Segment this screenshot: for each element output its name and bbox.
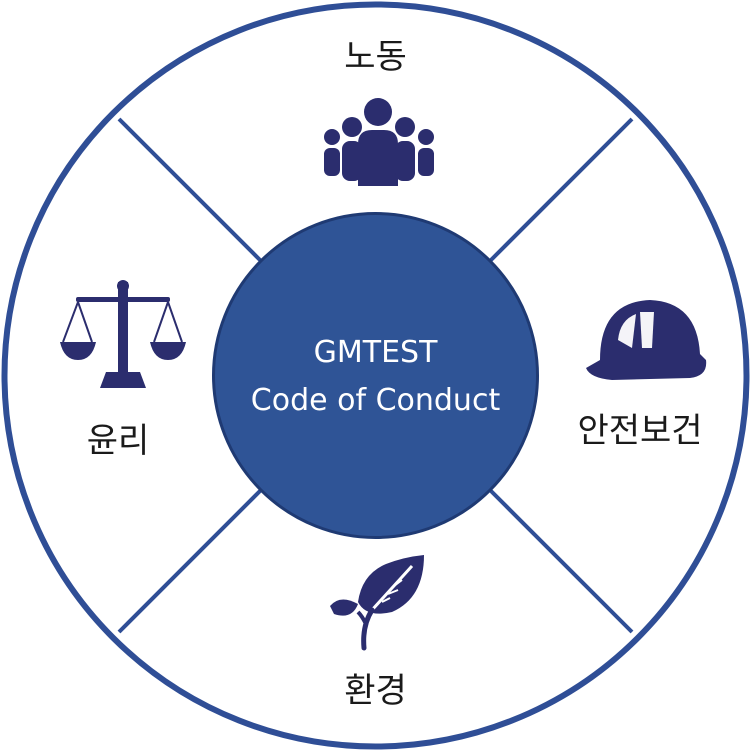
divider-bottom-right: [487, 487, 634, 634]
center-title: GMTEST: [314, 335, 438, 370]
divider-bottom-left: [117, 487, 264, 634]
segment-label-bottom: 환경: [344, 671, 407, 711]
divider-top-right: [487, 117, 634, 264]
leaf-sprout-icon: [330, 555, 424, 651]
divider-top-left: [117, 117, 264, 264]
segment-label-left: 윤리: [87, 421, 150, 461]
center-circle: [212, 212, 539, 539]
scales-of-justice-icon: [60, 280, 186, 388]
center-subtitle: Code of Conduct: [251, 383, 501, 418]
people-group-icon: [324, 98, 434, 186]
segment-dividers: [117, 117, 634, 634]
segment-label-right: 안전보건: [577, 411, 702, 451]
segment-label-top: 노동: [344, 37, 407, 77]
